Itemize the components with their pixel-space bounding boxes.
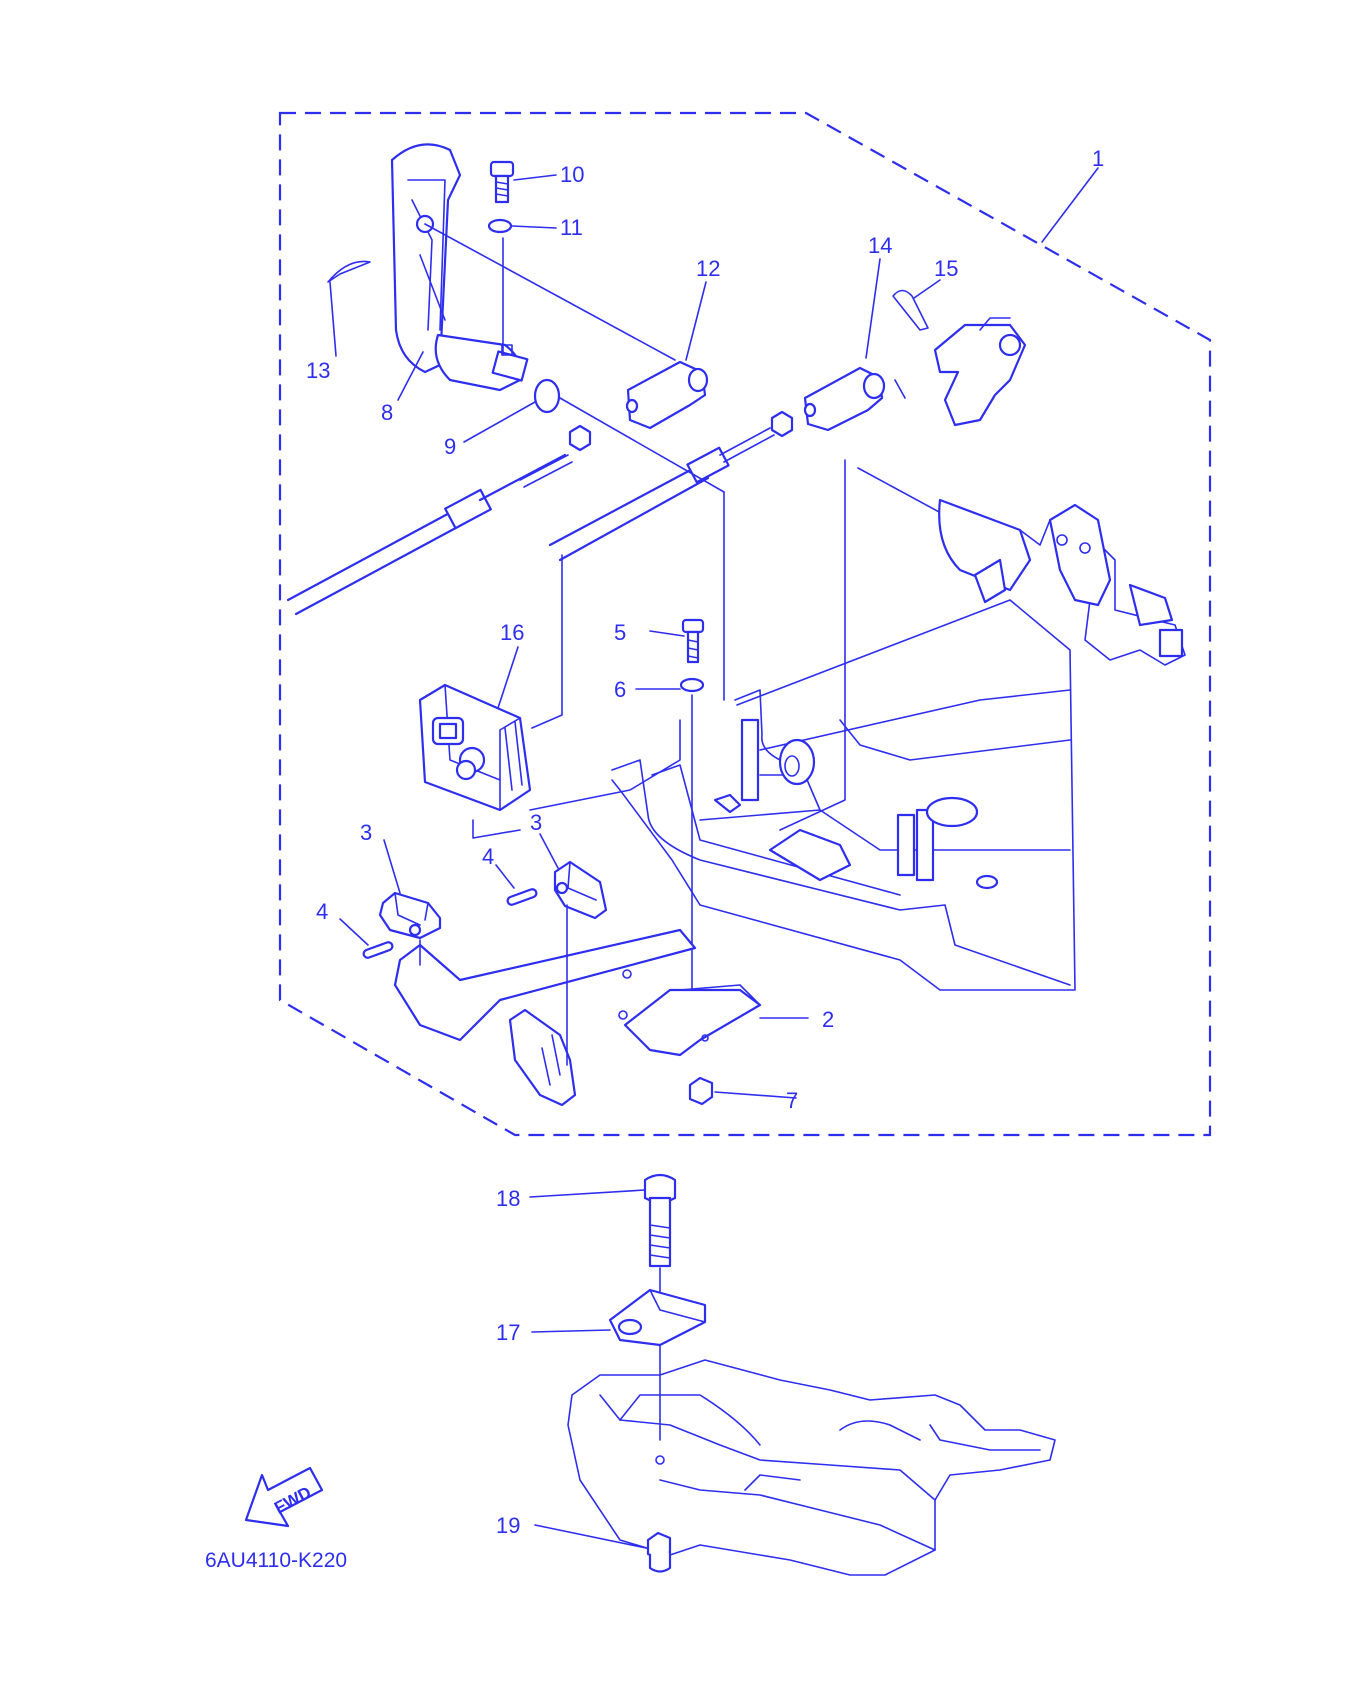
joint-14 bbox=[803, 366, 886, 432]
callout-15: 15 bbox=[934, 256, 958, 281]
bolt-18 bbox=[643, 1173, 677, 1268]
callout-6: 6 bbox=[614, 677, 626, 702]
callout-12: 12 bbox=[696, 256, 720, 281]
callout-11: 11 bbox=[560, 215, 583, 240]
callout-1: 1 bbox=[1092, 146, 1104, 171]
callout-10: 10 bbox=[560, 162, 584, 187]
fwd-arrow-icon: FWD bbox=[244, 1466, 324, 1528]
leader-lines bbox=[329, 167, 1099, 1549]
washer-6 bbox=[679, 677, 705, 693]
oring-9 bbox=[533, 378, 561, 414]
tiller-pivot bbox=[857, 467, 1186, 666]
bolt-5 bbox=[681, 618, 705, 664]
pins-4 bbox=[362, 888, 568, 1066]
callout-2: 2 bbox=[822, 1007, 834, 1032]
callout-3-left: 3 bbox=[360, 820, 372, 845]
callout-3-right: 3 bbox=[530, 810, 542, 835]
joint-12 bbox=[625, 360, 709, 430]
bracket-2 bbox=[393, 928, 762, 1107]
diagram-code: 6AU4110-K220 bbox=[205, 1549, 347, 1572]
callout-7: 7 bbox=[786, 1088, 798, 1113]
clip-15 bbox=[892, 289, 929, 331]
callout-9: 9 bbox=[444, 434, 456, 459]
callout-16: 16 bbox=[500, 620, 524, 645]
callout-19: 19 bbox=[496, 1513, 520, 1538]
nut-left bbox=[568, 424, 592, 452]
stopper-3-left bbox=[378, 891, 442, 940]
callout-13: 13 bbox=[306, 358, 330, 383]
nut-19 bbox=[646, 1531, 672, 1573]
control-cables bbox=[286, 427, 775, 616]
nut-7 bbox=[688, 1076, 714, 1106]
bolt-10 bbox=[489, 160, 515, 204]
clip-13 bbox=[327, 260, 371, 283]
assembly-boundary bbox=[278, 111, 1212, 1137]
callout-5: 5 bbox=[614, 620, 626, 645]
bottom-cowling bbox=[611, 599, 1076, 991]
callout-8: 8 bbox=[381, 400, 393, 425]
switch-16 bbox=[418, 683, 532, 812]
callout-18: 18 bbox=[496, 1186, 520, 1211]
callout-17: 17 bbox=[496, 1320, 520, 1345]
callouts: 1 2 3 3 4 4 5 6 7 8 9 10 11 12 13 14 15 … bbox=[306, 146, 1104, 1538]
steering-handle bbox=[390, 143, 529, 392]
assembly-lines bbox=[424, 223, 906, 839]
plate-17 bbox=[608, 1288, 707, 1347]
clamp-bracket bbox=[567, 1359, 1056, 1576]
shift-lever bbox=[933, 317, 1027, 427]
stopper-3-right bbox=[553, 860, 608, 920]
callout-14: 14 bbox=[868, 233, 892, 258]
washer-11 bbox=[487, 218, 513, 234]
callout-4-left: 4 bbox=[316, 899, 328, 924]
callout-4-right: 4 bbox=[482, 844, 494, 869]
nut-right bbox=[770, 410, 794, 438]
